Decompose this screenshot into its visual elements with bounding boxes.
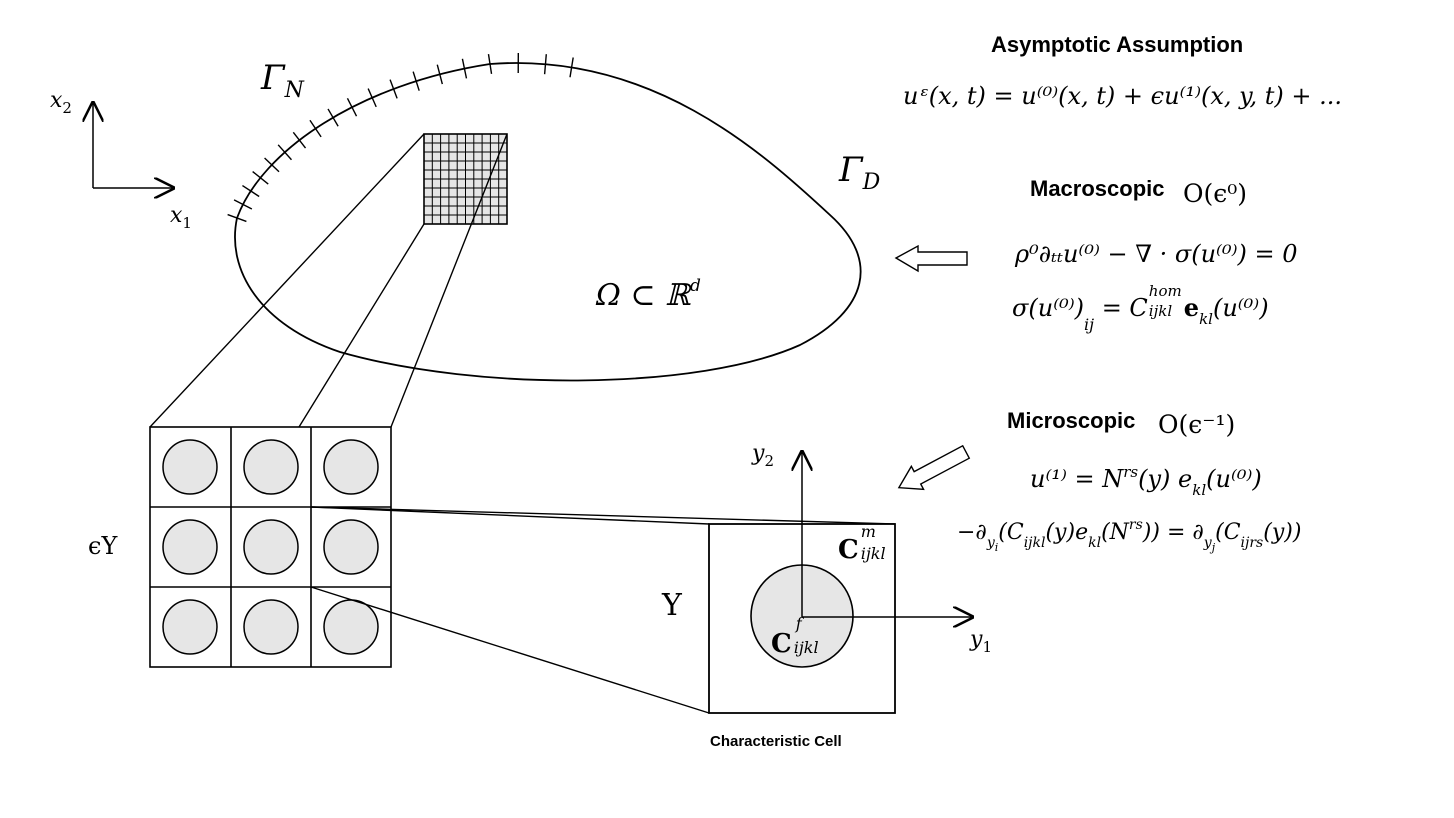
periodic-cell-grid [149,426,392,668]
macroscopic-title: Macroscopic [1030,176,1165,201]
global-axes [93,103,173,188]
cell-y-label: Y [662,588,682,623]
x2-label: x2 [50,88,72,117]
boundary-tick [543,54,547,75]
boundary-tick [233,199,253,210]
boundary-tick [327,108,339,127]
arrow-to-macro [894,244,968,273]
grid-fiber-circle [243,519,299,575]
zoom-lines-cell [310,506,896,714]
microscopic-equation-2: −∂yi(Cijkl(y)ekl(Nrs)) = ∂yj(Cijrs(y)) [957,517,1302,554]
gamma-d-label: ΓD [839,150,881,195]
boundary-tick [569,57,574,78]
boundary-tick [252,170,269,185]
grid-fiber-circle [243,599,299,655]
gamma-n-label: ΓN [261,58,304,103]
boundary-tick [412,71,420,91]
grid-fiber-circle [323,519,379,575]
boundary-tick [292,131,307,149]
macroscopic-order: O(ϵ⁰) [1183,179,1248,208]
characteristic-cell-caption: Characteristic Cell [710,733,842,750]
microscopic-equation-1: u⁽¹⁾ = Nrs(y) ekl(u⁽⁰⁾) [1030,463,1262,499]
boundary-tick [487,54,493,74]
microscopic-order: O(ϵ⁻¹) [1158,410,1236,439]
macroscopic-equation-1: ρ⁰∂ₜₜu⁽⁰⁾ − ∇ · σ(u⁽⁰⁾) = 0 [1015,240,1298,268]
arrow-to-micro [897,444,971,491]
boundary-tick [436,64,444,85]
asymptotic-title: Asymptotic Assumption [991,32,1244,57]
x1-label: x1 [170,203,192,232]
grid-fiber-circle [323,439,379,495]
zoom-lines-domain [149,133,508,428]
boundary-tick [227,213,247,223]
omega-label: Ω ⊂ ℝd [596,276,701,313]
boundary-tick [367,88,377,108]
boundary-tick [346,98,358,117]
domain-boundary [234,62,862,382]
grid-fiber-circle [162,439,218,495]
y1-label: y1 [970,627,992,656]
y2-label: y2 [752,441,774,470]
grid-fiber-circle [243,439,299,495]
characteristic-cell [708,452,972,714]
microscopic-title: Microscopic [1007,408,1136,433]
grid-fiber-circle [323,599,379,655]
boundary-tick [461,58,468,79]
boundary-tick [309,119,322,138]
boundary-tick [242,184,260,198]
boundary-tick [264,157,280,173]
grid-fiber-circle [162,519,218,575]
boundary-tick [389,79,398,99]
neumann-boundary-ticks [227,52,574,223]
mesh-square [423,133,508,225]
grid-fiber-circle [162,599,218,655]
boundary-tick [277,144,293,161]
asymptotic-equation: uᵋ(x, t) = u⁽⁰⁾(x, t) + ϵu⁽¹⁾(x, y, t) +… [903,82,1343,110]
eps-y-label: ϵY [88,532,118,560]
